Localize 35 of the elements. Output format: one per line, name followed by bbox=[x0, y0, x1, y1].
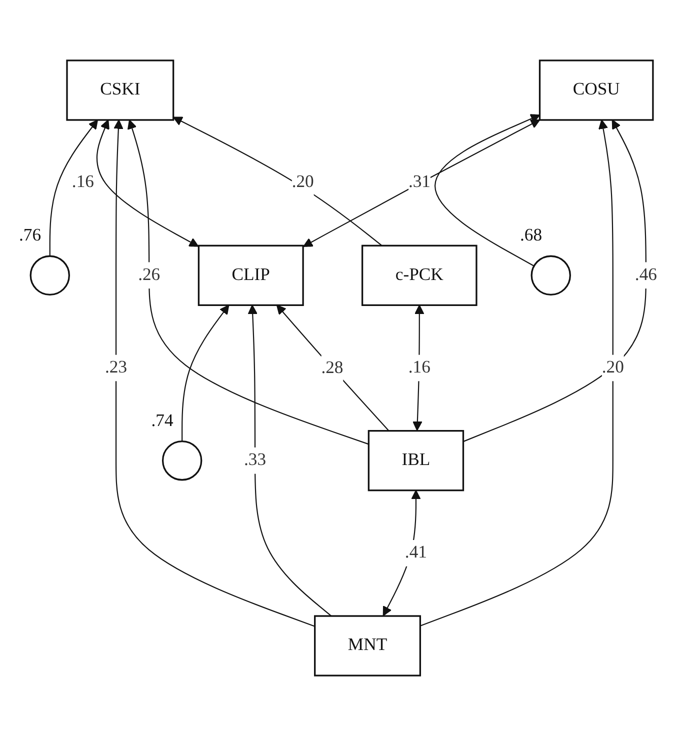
edge-label: .20 bbox=[291, 172, 314, 192]
arrow bbox=[126, 119, 368, 444]
node-box: MNT bbox=[314, 614, 421, 676]
node-circle bbox=[530, 254, 570, 296]
node-label: .74 bbox=[150, 411, 173, 430]
node-box: c-PCK bbox=[360, 244, 477, 306]
edge-label: .16 bbox=[71, 172, 94, 192]
arrow bbox=[181, 304, 229, 441]
edge-label: .16 bbox=[408, 358, 430, 376]
edge-label: .23 bbox=[104, 358, 127, 376]
edge-label: .41 bbox=[404, 542, 426, 562]
node-circle bbox=[29, 254, 70, 296]
arrow bbox=[302, 118, 540, 246]
node-box: CSKI bbox=[66, 59, 174, 120]
node-label: .68 bbox=[520, 226, 542, 245]
node-label: .76 bbox=[18, 226, 41, 245]
node-box: CLIP bbox=[197, 244, 304, 306]
arrow bbox=[420, 119, 613, 626]
arrow bbox=[113, 119, 315, 626]
node-circle bbox=[161, 440, 202, 480]
edge-label: .33 bbox=[243, 450, 266, 469]
arrow bbox=[434, 114, 540, 266]
edge-label: .28 bbox=[320, 358, 343, 377]
arrow bbox=[172, 116, 382, 246]
arrow bbox=[247, 304, 332, 616]
edge-label: .31 bbox=[408, 172, 430, 192]
edge-label: .46 bbox=[634, 264, 656, 284]
arrow bbox=[276, 304, 389, 431]
arrow bbox=[96, 119, 198, 246]
arrow bbox=[48, 119, 98, 256]
node-box: COSU bbox=[538, 59, 654, 120]
arrow bbox=[462, 119, 646, 442]
node-box: IBL bbox=[367, 430, 464, 491]
edge-label: .26 bbox=[138, 264, 160, 284]
edge-label: .20 bbox=[601, 358, 624, 376]
